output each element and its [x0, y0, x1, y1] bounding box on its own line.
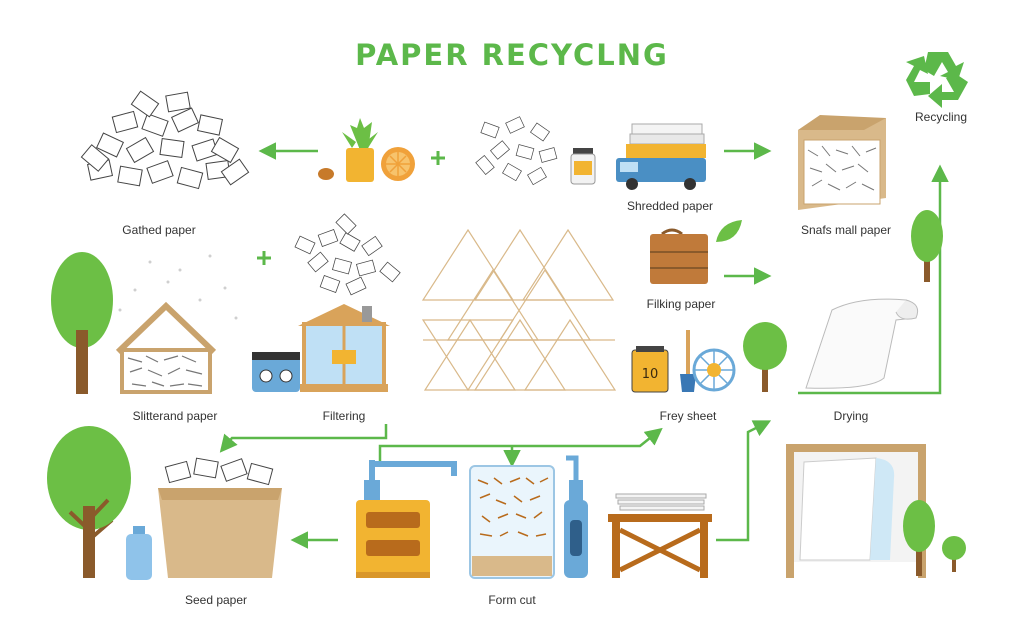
tree-icon	[942, 536, 966, 572]
label-form-cut: Form cut	[488, 593, 536, 607]
cardboard-box-icon	[158, 457, 282, 578]
triangle-pattern	[421, 228, 617, 392]
gauge-icon: 10	[631, 346, 669, 393]
label-drying: Drying	[833, 409, 869, 423]
crate-icon	[798, 115, 886, 210]
label-frey-sheet: Frey sheet	[659, 409, 717, 423]
label-shredded-paper: Shredded paper	[626, 199, 714, 213]
tank-house-icon	[298, 304, 390, 392]
shelter-icon	[115, 301, 217, 394]
shred-cluster-icon	[475, 116, 558, 186]
wood-box-icon	[650, 228, 708, 284]
drying-frame-icon	[786, 444, 926, 578]
shred-cluster-icon	[294, 213, 401, 296]
paper-pile-icon	[80, 90, 250, 190]
label-seed-paper: Seed paper	[184, 593, 248, 607]
label-filtering: Filtering	[322, 409, 366, 423]
shovel-icon	[680, 330, 696, 392]
tree-icon	[47, 426, 131, 578]
bottle-icon	[126, 526, 152, 580]
plus-icon	[257, 151, 445, 265]
orange-slice-icon	[381, 147, 415, 181]
label-filking-paper: Filking paper	[646, 297, 716, 311]
diagram-title: PAPER RECYCLNG	[355, 38, 669, 72]
truck-icon	[616, 123, 706, 190]
label-slitterand-paper: Slitterand paper	[132, 409, 218, 423]
glass-tank-icon	[469, 465, 555, 579]
tree-icon	[51, 252, 113, 394]
tree-icon	[903, 500, 935, 576]
arrow-frey-to-form	[378, 427, 663, 462]
pump-icon	[564, 455, 588, 578]
arrow-filtering-to-seed	[219, 424, 388, 453]
tree-icon	[743, 322, 787, 392]
plant-pot-icon	[342, 118, 378, 182]
leaf-icon	[716, 220, 742, 242]
label-recycling: Recycling	[914, 110, 968, 124]
recycle-icon	[906, 52, 968, 108]
jar-icon	[570, 148, 596, 185]
paper-roll-icon	[805, 298, 919, 389]
label-small-paper: Snafs mall paper	[800, 223, 892, 237]
arrow-table-to-frame	[716, 420, 772, 542]
gauge-number: 10	[642, 367, 659, 382]
seed-icon	[318, 168, 334, 180]
label-gathered-paper: Gathed paper	[122, 223, 196, 237]
wood-table-icon	[608, 493, 712, 578]
press-machine-icon	[356, 460, 457, 578]
tree-icon	[911, 210, 943, 282]
dust-dots	[118, 254, 238, 320]
control-box-icon	[252, 352, 300, 392]
wheel-icon	[692, 348, 736, 392]
